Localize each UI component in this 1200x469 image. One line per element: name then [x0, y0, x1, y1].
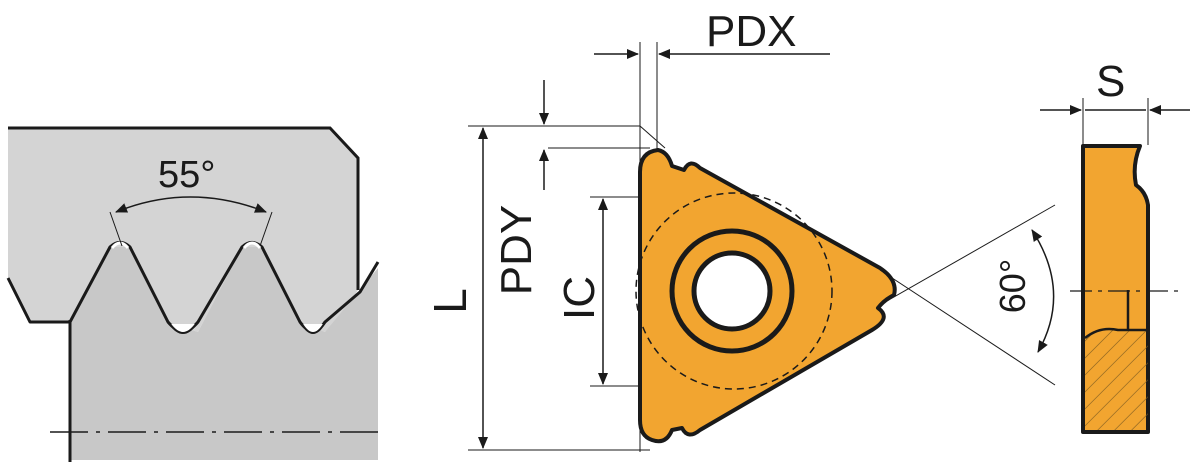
- insert-hole: [691, 250, 773, 332]
- thread-angle-label: 55°: [158, 154, 216, 196]
- thread-profile-view: [6, 126, 380, 462]
- thickness-label: S: [1096, 57, 1126, 106]
- thread-angle-arc: [115, 196, 267, 213]
- ic-label: IC: [555, 276, 604, 320]
- inscribed-circle: [635, 192, 833, 390]
- pdy-label: PDY: [492, 204, 542, 296]
- insert-top-view: [468, 42, 1056, 452]
- length-label: L: [423, 288, 476, 314]
- upper-workpiece-outline: [8, 126, 360, 290]
- side-view-section: [1085, 330, 1148, 430]
- lower-workpiece: [70, 247, 378, 460]
- side-angle-label: 60°: [992, 258, 1034, 314]
- insert-side-view: [1040, 98, 1190, 434]
- side-angle-arc: [1031, 229, 1055, 353]
- pdx-label: PDX: [706, 7, 797, 56]
- upper-workpiece: [8, 128, 358, 332]
